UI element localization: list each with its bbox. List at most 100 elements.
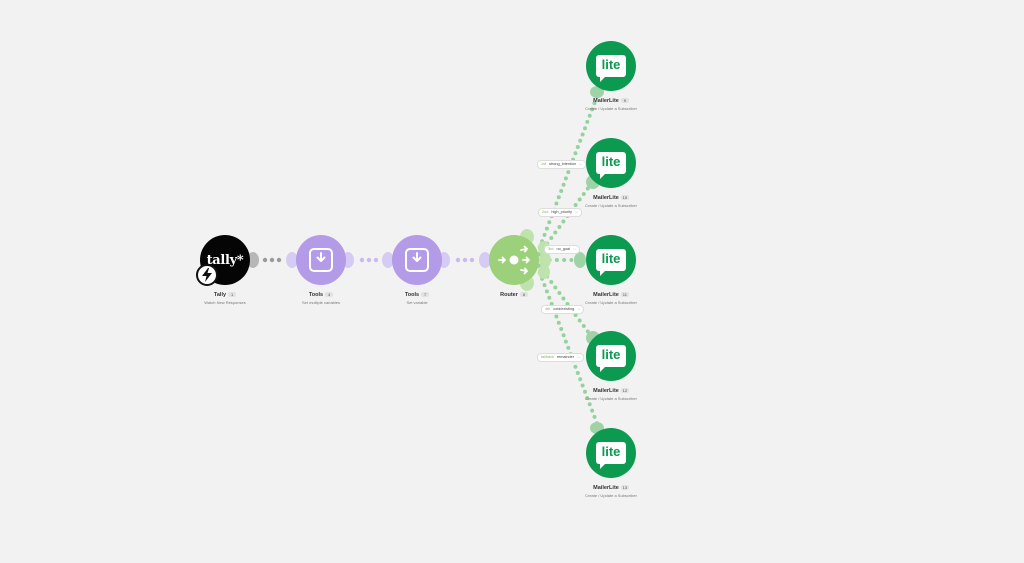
chevron-down-icon: ⌵ [575,210,578,214]
module-number-badge: 1 [228,292,237,298]
connection-dot [544,226,549,231]
mailerlite-logo-text: lite [601,57,621,72]
mailerlite-logo-text: lite [601,154,621,169]
filter-order: 1st [541,162,547,166]
mailerlite-node-5[interactable]: lite [586,428,636,478]
connection-dot [573,313,578,317]
module-number-badge: 11 [620,292,629,298]
connection-dot [561,182,566,187]
connection-dot [547,295,552,300]
connection-dot [577,318,582,323]
mailerlite-logo-text: lite [601,444,621,459]
mailerlite-5-subtitle: Create / Update a Subscriber [585,493,637,498]
filter-order: fallback [541,355,554,359]
connection-dot [573,203,578,207]
connection-dot [553,285,558,290]
connection-dot [544,289,549,294]
connection-dot [556,320,561,325]
module-number-badge: 13 [620,485,629,491]
connection-dot [554,258,559,262]
connection-dot [563,176,568,181]
tools-2-title: Tools [404,292,420,298]
connection-dot [553,230,558,235]
connection-dot [569,258,574,262]
tools-set-multiple-variables-node[interactable] [296,235,346,285]
connection-dot [557,225,562,229]
connection-dot [592,414,597,419]
mailerlite-1-title: MailerLite [593,98,619,104]
filter-order: 2nd [542,210,549,214]
tools-2-subtitle: Set variable [406,300,428,305]
mailerlite-logo-text: lite [601,347,621,362]
tools-1-subtitle: Set multiple variables [301,300,341,305]
connection-dot [581,324,586,328]
chevron-down-icon: ⌵ [579,162,582,166]
connection-dot [556,195,561,200]
filter-order: 4th [545,307,551,311]
connection-dot [585,119,590,124]
connection-dot [578,377,583,382]
mailerlite-4-subtitle: Create / Update a Subscriber [585,396,637,401]
chevron-down-icon: ⌵ [573,247,576,251]
mailerlite-node-2[interactable]: lite [586,138,636,188]
connection-dot [587,113,592,118]
filter-label: strong_intention [549,162,577,166]
connection-dot [575,371,580,375]
router-node[interactable] [489,235,539,285]
connection-dot [577,197,582,202]
connection-dot [581,192,586,196]
mailerlite-logo-icon: lite [596,152,626,179]
connection-dot [566,345,571,350]
tools-set-variable-node[interactable] [392,235,442,285]
connection-dot [563,339,568,344]
tally-title: Tally [213,292,227,298]
connection-dot [542,232,547,237]
module-number-badge: 9 [620,98,629,104]
connection-dot [542,283,547,288]
mailerlite-node-3[interactable]: lite [586,235,636,285]
connection-dot [549,301,554,306]
connection-dot [583,126,587,131]
mailerlite-node-1[interactable]: lite [586,41,636,91]
connection-dot [580,132,585,137]
connection-dot [578,138,583,143]
download-tray-icon [309,248,333,272]
filter-label: high_priority [551,210,573,214]
connection-dot [583,389,587,394]
mailerlite-2-title: MailerLite [593,195,619,201]
instant-trigger-icon[interactable] [196,264,218,286]
download-tray-icon [405,248,429,272]
filter-order: 3rd [548,247,554,251]
mailerlite-logo-icon: lite [596,345,626,372]
connection-dot [561,219,566,224]
router-title: Router [500,292,518,298]
mailerlite-3-subtitle: Create / Update a Subscriber [585,300,637,305]
connection-dot [573,151,578,156]
mailerlite-node-4[interactable]: lite [586,331,636,381]
connection-dot [585,396,590,401]
connection-dot [549,280,554,284]
connection-dot [549,236,554,240]
mailerlite-3-title: MailerLite [593,292,619,298]
connection-dot [587,402,592,407]
connection-dot [557,291,562,295]
chevron-down-icon: ⌵ [576,355,580,359]
connection-dot [580,383,585,388]
connection-dot [592,101,597,106]
tally-logo: tally* [206,252,244,268]
filter-label: cold/existing [553,307,575,311]
